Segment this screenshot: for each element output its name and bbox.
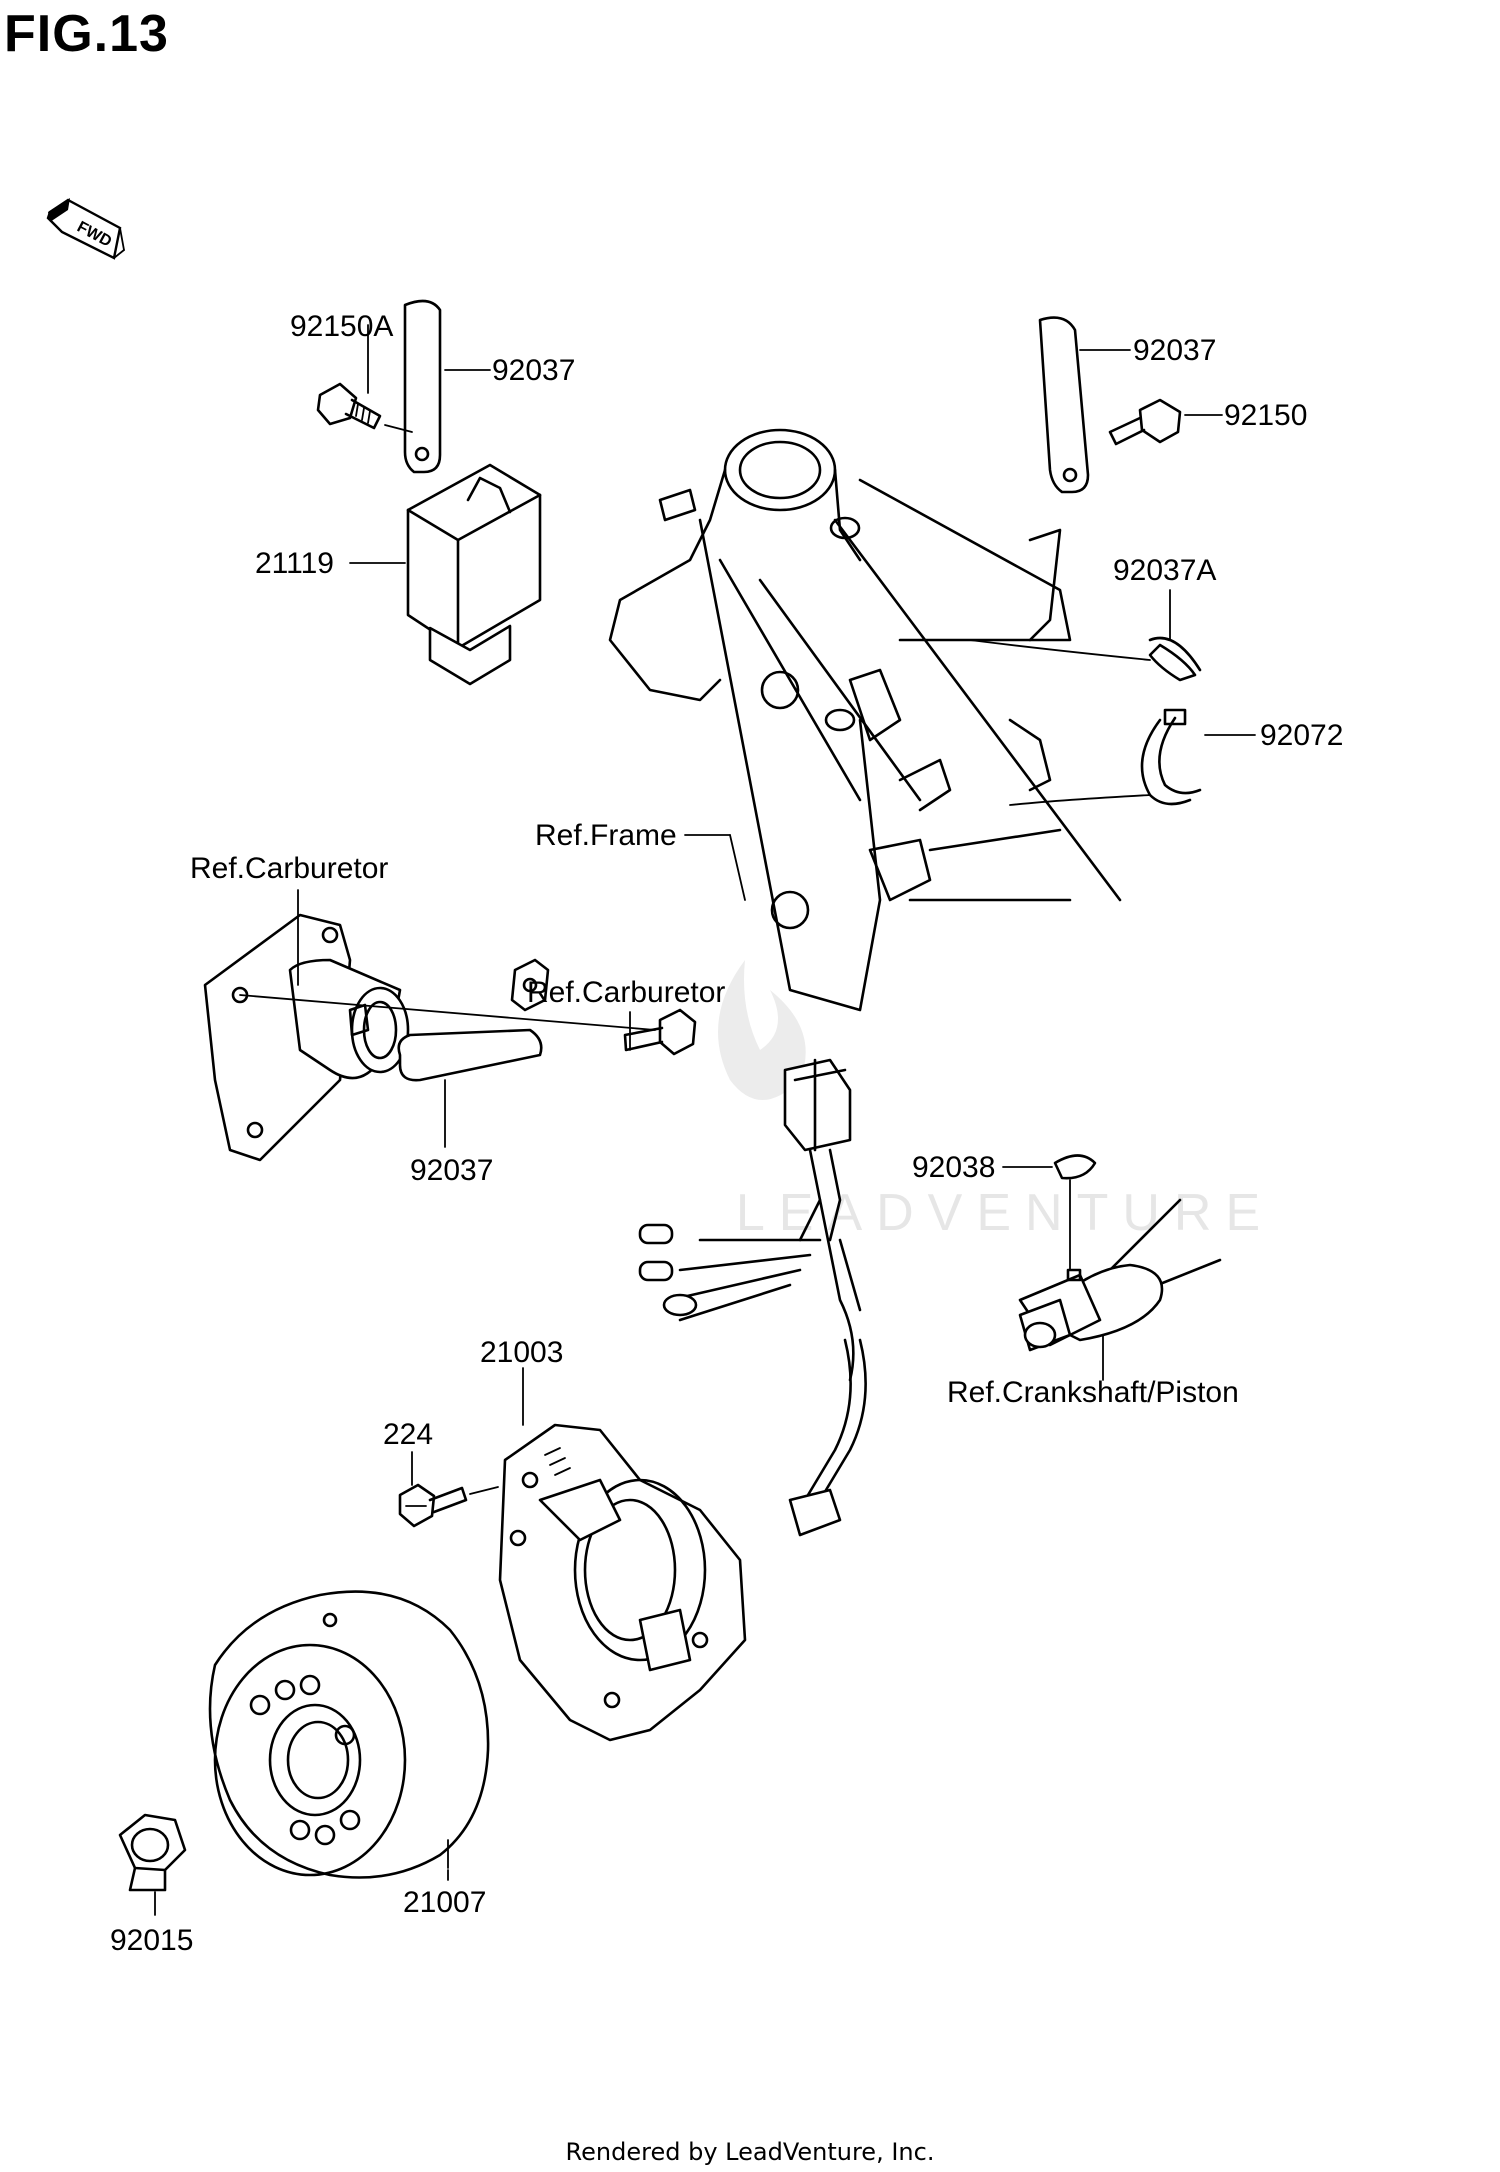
- bolt-92150A: [316, 382, 382, 430]
- label-224: 224: [383, 1418, 433, 1451]
- stator-21003: [498, 1423, 747, 1742]
- label-92038: 92038: [912, 1151, 995, 1184]
- label-ref-carburetor-2: Ref.Carburetor: [527, 976, 725, 1009]
- label-ref-frame: Ref.Frame: [535, 819, 677, 852]
- bolt-92150: [1108, 398, 1182, 446]
- watermark-text: LEADVENTURE: [736, 1184, 1274, 1242]
- label-92072: 92072: [1260, 719, 1343, 752]
- label-21007: 21007: [403, 1886, 486, 1919]
- callout-labels: 92150A 92037 21119 92037 92150 92037A 92…: [110, 310, 1343, 1957]
- label-21003: 21003: [480, 1336, 563, 1369]
- label-92150A: 92150A: [290, 310, 393, 343]
- clamp-92037A: [1148, 636, 1202, 682]
- label-ref-crankshaft: Ref.Crankshaft/Piston: [947, 1376, 1239, 1409]
- cdi-unit-21119: [406, 463, 542, 686]
- flywheel-21007: [208, 1590, 490, 1879]
- fwd-arrow-icon: FWD: [46, 198, 125, 260]
- leader-lines: [154, 324, 1256, 1916]
- strap-92037-carb: [397, 958, 550, 1082]
- label-92037A: 92037A: [1113, 554, 1216, 587]
- bolt-ref-carburetor: [623, 1008, 697, 1056]
- label-92037-cdi: 92037: [492, 354, 575, 387]
- strap-92037-frame: [1038, 316, 1090, 494]
- label-92015: 92015: [110, 1924, 193, 1957]
- label-92037-carb: 92037: [410, 1154, 493, 1187]
- label-21119: 21119: [255, 547, 334, 580]
- label-ref-carburetor-1: Ref.Carburetor: [190, 852, 388, 885]
- label-92150: 92150: [1224, 399, 1307, 432]
- crankshaft: [1018, 1198, 1222, 1352]
- strap-92037-cdi: [403, 299, 442, 474]
- woodruff-key-92038: [1053, 1154, 1097, 1180]
- screw-224: [398, 1483, 468, 1528]
- nut-92015: [118, 1813, 187, 1892]
- label-92037-frame: 92037: [1133, 334, 1216, 367]
- figure-title: FIG.13: [4, 5, 169, 63]
- rendered-by-footer: Rendered by LeadVenture, Inc.: [565, 2138, 935, 2166]
- frame-structure: [608, 428, 1122, 1012]
- wiring-harness: [638, 1058, 867, 1537]
- carburetor-holder: [203, 913, 410, 1162]
- band-92072: [1140, 708, 1202, 806]
